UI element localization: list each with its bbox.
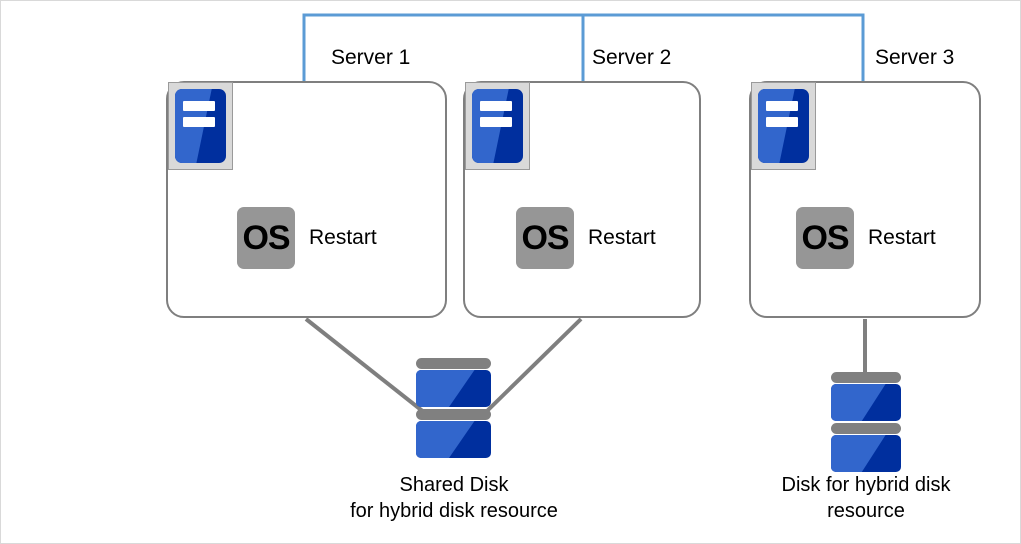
server-chassis-body-3: [758, 89, 809, 163]
server-chassis-slot-1a: [183, 100, 215, 112]
os-state-label-3: Restart: [868, 226, 936, 249]
server-label-3: Server 3: [875, 46, 955, 69]
shared-disk-connectors: [304, 317, 583, 415]
shared-disk-caption-line1: Shared Disk: [399, 474, 509, 496]
interconnect-bus-lines: [302, 13, 865, 81]
os-status-row-3: OS Restart: [796, 207, 936, 269]
server3-disk-icon[interactable]: [831, 372, 901, 472]
server-chassis-slot-3a: [766, 100, 798, 112]
server-chassis-slot-3b: [766, 117, 798, 128]
shared-disk-platter-1: [416, 370, 491, 407]
server3-disk-caption: Disk for hybrid disk resource: [741, 472, 991, 524]
server-label-2: Server 2: [592, 46, 672, 69]
server-box-2[interactable]: [463, 81, 701, 318]
server-chassis-slot-2b: [480, 117, 512, 128]
shared-disk-caption: Shared Disk for hybrid disk resource: [304, 472, 604, 524]
os-icon-1: OS: [237, 207, 295, 269]
server-chassis-icon-3: [751, 82, 816, 170]
server3-disk-platter-1: [831, 384, 901, 421]
os-icon-3: OS: [796, 207, 854, 269]
os-status-row-2: OS Restart: [516, 207, 656, 269]
os-state-label-1: Restart: [309, 226, 377, 249]
connector-server1-to-shared-disk: [304, 317, 427, 415]
server-chassis-icon-1: [168, 82, 233, 170]
shared-disk-caption-line2: for hybrid disk resource: [350, 500, 558, 522]
os-state-label-2: Restart: [588, 226, 656, 249]
server-chassis-body-1: [175, 89, 226, 163]
server-label-1: Server 1: [331, 46, 411, 69]
shared-disk-bar-middle: [416, 409, 491, 420]
shared-disk-icon[interactable]: [416, 358, 491, 458]
server3-disk-bar-middle: [831, 423, 901, 434]
server3-disk-platter-2: [831, 435, 901, 472]
connector-server2-to-shared-disk: [483, 317, 583, 415]
server-chassis-icon-2: [465, 82, 530, 170]
server-chassis-slot-1b: [183, 117, 215, 128]
shared-disk-platter-2: [416, 421, 491, 458]
server3-disk-caption-line2: resource: [827, 500, 905, 522]
server-chassis-slot-2a: [480, 100, 512, 112]
shared-disk-bar-top: [416, 358, 491, 369]
server3-disk-bar-top: [831, 372, 901, 383]
os-icon-2: OS: [516, 207, 574, 269]
server3-disk-caption-line1: Disk for hybrid disk: [781, 474, 951, 496]
os-status-row-1: OS Restart: [237, 207, 377, 269]
server-chassis-body-2: [472, 89, 523, 163]
